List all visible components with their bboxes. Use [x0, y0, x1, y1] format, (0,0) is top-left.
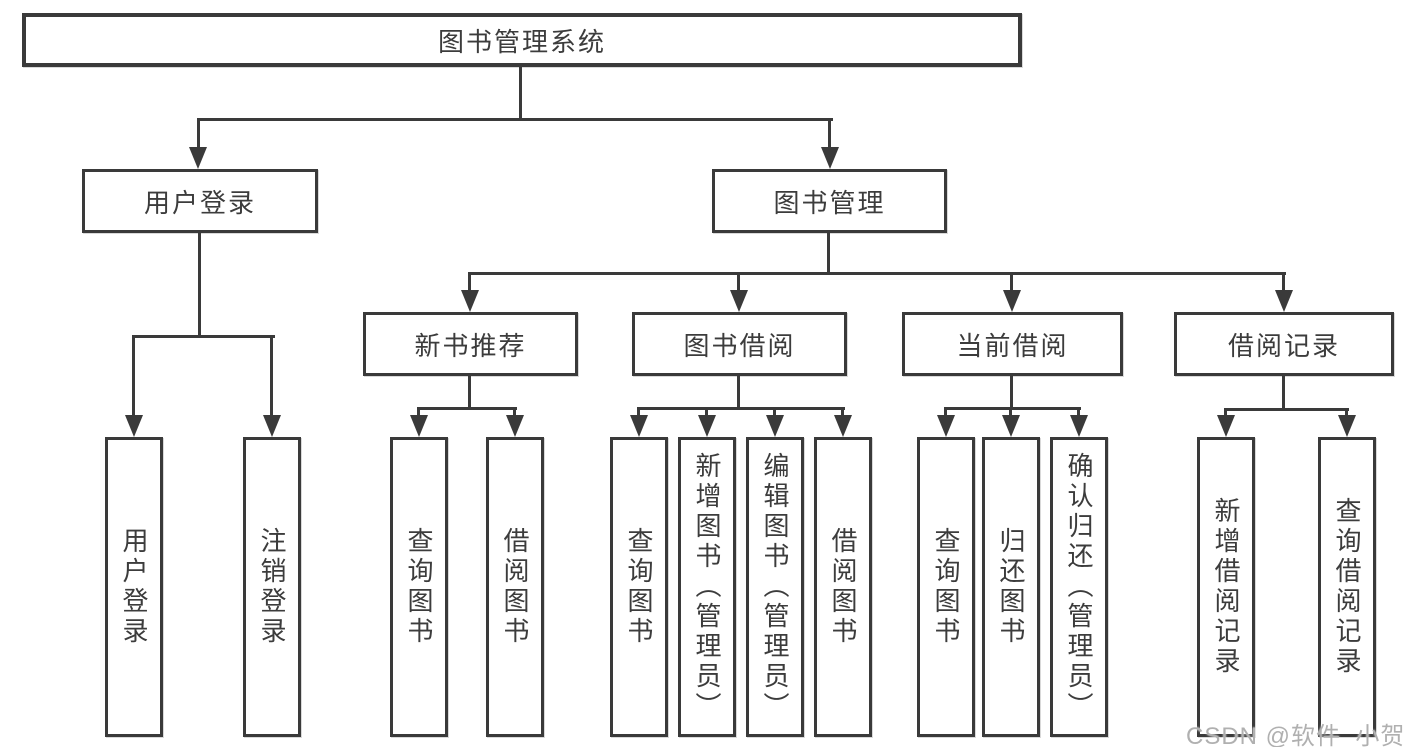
arrow-down-current-borrow: [1003, 290, 1021, 312]
node-book-borrow: 图书借阅: [632, 312, 847, 376]
leaf-logout: 注销登录: [243, 437, 301, 737]
connector-current-borrow-hline: [944, 407, 1081, 410]
arrow-down-br-add: [1217, 415, 1235, 437]
connector-drop-current-borrow: [1010, 272, 1013, 292]
leaf-user-login: 用户登录: [105, 437, 163, 737]
connector-user-login-stem: [198, 233, 201, 338]
connector-drop-br-query: [1345, 408, 1348, 417]
connector-root-hline: [197, 118, 833, 121]
leaf-br-query-record: 查询借阅记录: [1318, 437, 1376, 737]
connector-book-borrow-stem: [737, 376, 740, 410]
leaf-bb-query-books: 查询图书: [610, 437, 668, 737]
node-library-system: 图书管理系统: [22, 13, 1022, 67]
leaf-user-login-label: 用户登录: [119, 527, 149, 647]
arrow-down-borrow-records: [1275, 290, 1293, 312]
node-current-borrow-label: 当前借阅: [956, 330, 1069, 361]
connector-drop-br-add: [1224, 408, 1227, 417]
connector-drop-nb-borrow: [513, 407, 516, 417]
connector-user-login-hline: [132, 335, 275, 338]
node-current-borrow: 当前借阅: [902, 312, 1123, 376]
connector-drop-new-books: [468, 272, 471, 292]
connector-borrow-records-stem: [1282, 376, 1285, 411]
connector-drop-nb-query: [417, 407, 420, 417]
connector-drop-bb-borrow: [841, 407, 844, 417]
connector-drop-cb-query: [944, 407, 947, 417]
leaf-br-query-record-label: 查询借阅记录: [1332, 497, 1362, 677]
connector-book-mgmt-stem: [827, 233, 830, 275]
node-library-system-label: 图书管理系统: [437, 26, 606, 57]
arrow-down-bb-borrow: [834, 415, 852, 437]
connector-current-borrow-stem: [1010, 376, 1013, 410]
node-book-management: 图书管理: [712, 169, 947, 233]
arrow-down-cb-confirm: [1070, 415, 1088, 437]
leaf-logout-label: 注销登录: [257, 527, 287, 647]
connector-drop-cb-return: [1009, 407, 1012, 417]
leaf-nb-borrow-books: 借阅图书: [486, 437, 544, 737]
arrow-down-new-books: [461, 290, 479, 312]
node-user-login: 用户登录: [82, 169, 318, 233]
node-book-borrow-label: 图书借阅: [683, 330, 796, 361]
leaf-cb-query-books-label: 查询图书: [931, 527, 961, 647]
connector-drop-leaf-user-login: [132, 335, 135, 417]
leaf-nb-query-books-label: 查询图书: [404, 527, 434, 647]
arrow-down-br-query: [1338, 415, 1356, 437]
arrow-down-bb-add: [698, 415, 716, 437]
node-new-book-recommend: 新书推荐: [363, 312, 578, 376]
connector-drop-cb-confirm: [1077, 407, 1080, 417]
leaf-bb-query-books-label: 查询图书: [624, 527, 654, 647]
leaf-bb-edit-books: 编辑图书（管理员）: [746, 437, 804, 737]
leaf-cb-query-books: 查询图书: [917, 437, 975, 737]
leaf-br-add-record-label: 新增借阅记录: [1211, 497, 1241, 677]
connector-drop-borrow-records: [1282, 272, 1285, 292]
leaf-cb-return-books: 归还图书: [982, 437, 1040, 737]
arrow-down-nb-borrow: [506, 415, 524, 437]
node-user-login-label: 用户登录: [143, 187, 256, 218]
leaf-nb-borrow-books-label: 借阅图书: [500, 527, 530, 647]
connector-drop-bb-edit: [773, 407, 776, 417]
leaf-nb-query-books: 查询图书: [390, 437, 448, 737]
connector-drop-leaf-logout: [270, 335, 273, 417]
arrow-down-nb-query: [410, 415, 428, 437]
leaf-cb-return-books-label: 归还图书: [996, 527, 1026, 647]
leaf-bb-add-books: 新增图书（管理员）: [678, 437, 736, 737]
connector-new-books-stem: [468, 376, 471, 410]
connector-drop-book-borrow: [737, 272, 740, 292]
node-borrow-records-label: 借阅记录: [1227, 330, 1340, 361]
node-borrow-records: 借阅记录: [1174, 312, 1394, 376]
connector-drop-bb-query: [637, 407, 640, 417]
connector-book-mgmt-hline: [468, 272, 1286, 275]
connector-root-stem: [519, 67, 522, 121]
leaf-bb-borrow-books: 借阅图书: [814, 437, 872, 737]
arrow-down-bb-edit: [766, 415, 784, 437]
arrow-down-cb-query: [937, 415, 955, 437]
arrow-down-bb-query: [630, 415, 648, 437]
leaf-cb-confirm-return: 确认归还（管理员）: [1050, 437, 1108, 737]
connector-borrow-records-hline: [1224, 408, 1349, 411]
connector-new-books-hline: [417, 407, 517, 410]
leaf-bb-borrow-books-label: 借阅图书: [828, 527, 858, 647]
connector-drop-user-login: [197, 118, 200, 149]
arrow-down-book-borrow: [730, 290, 748, 312]
connector-drop-book-mgmt: [828, 118, 831, 149]
leaf-br-add-record: 新增借阅记录: [1197, 437, 1255, 737]
csdn-watermark: CSDN @软件_小贺同学: [1186, 723, 1405, 747]
connector-drop-bb-add: [705, 407, 708, 417]
arrow-down-leaf-logout: [263, 415, 281, 437]
arrow-down-user-login: [189, 147, 207, 169]
leaf-bb-add-books-label: 新增图书（管理员）: [692, 452, 722, 722]
arrow-down-leaf-user-login: [125, 415, 143, 437]
node-new-book-recommend-label: 新书推荐: [414, 330, 527, 361]
leaf-cb-confirm-return-label: 确认归还（管理员）: [1064, 452, 1094, 722]
leaf-bb-edit-books-label: 编辑图书（管理员）: [760, 452, 790, 722]
arrow-down-cb-return: [1002, 415, 1020, 437]
connector-book-borrow-hline: [637, 407, 845, 410]
node-book-management-label: 图书管理: [773, 187, 886, 218]
arrow-down-book-mgmt: [821, 147, 839, 169]
